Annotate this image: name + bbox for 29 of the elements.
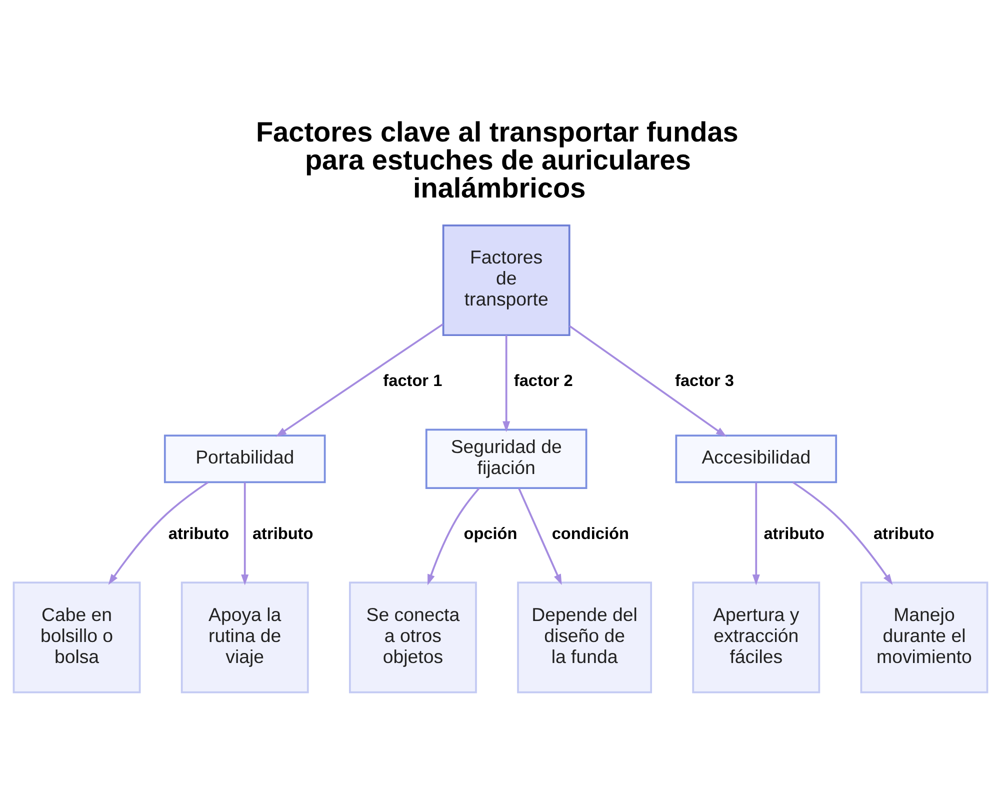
edge-label: atributo: [763, 525, 824, 544]
arrow: [568, 325, 726, 437]
edge-label: condición: [551, 525, 628, 544]
arrow: [518, 488, 562, 586]
node-box: Portabilidad: [163, 434, 326, 484]
edge-label: atributo: [872, 525, 934, 544]
node-box: Apoya la rutina de viaje: [180, 582, 308, 694]
arrow: [502, 335, 510, 432]
node-box: Apertura y extracción fáciles: [692, 582, 820, 694]
edge-label: factor 1: [382, 372, 442, 390]
node-box: Seguridad de fijación: [424, 428, 587, 489]
arrow: [275, 323, 444, 437]
edge-label: atributo: [168, 525, 229, 544]
edge-label: factor 2: [513, 372, 572, 390]
arrow: [108, 481, 208, 585]
edge-label: atributo: [252, 525, 313, 544]
node-box: Depende del diseño de la funda: [516, 582, 652, 694]
arrow: [427, 488, 480, 586]
edge-label: opción: [463, 525, 517, 544]
node-box: Manejo durante el movimiento: [860, 582, 988, 694]
node-box: Factores de transporte: [442, 224, 570, 336]
edge-label: factor 3: [674, 372, 734, 390]
diagram-title: Factores clave al transportar fundas para estuches de auriculares inalámbricos: [255, 116, 738, 204]
arrow: [752, 482, 760, 586]
arrow: [792, 481, 892, 585]
node-box: Se conecta a otros objetos: [348, 582, 476, 694]
node-box: Accesibilidad: [674, 434, 837, 484]
node-box: Cabe en bolsillo o bolsa: [12, 582, 140, 694]
arrow: [240, 482, 248, 586]
